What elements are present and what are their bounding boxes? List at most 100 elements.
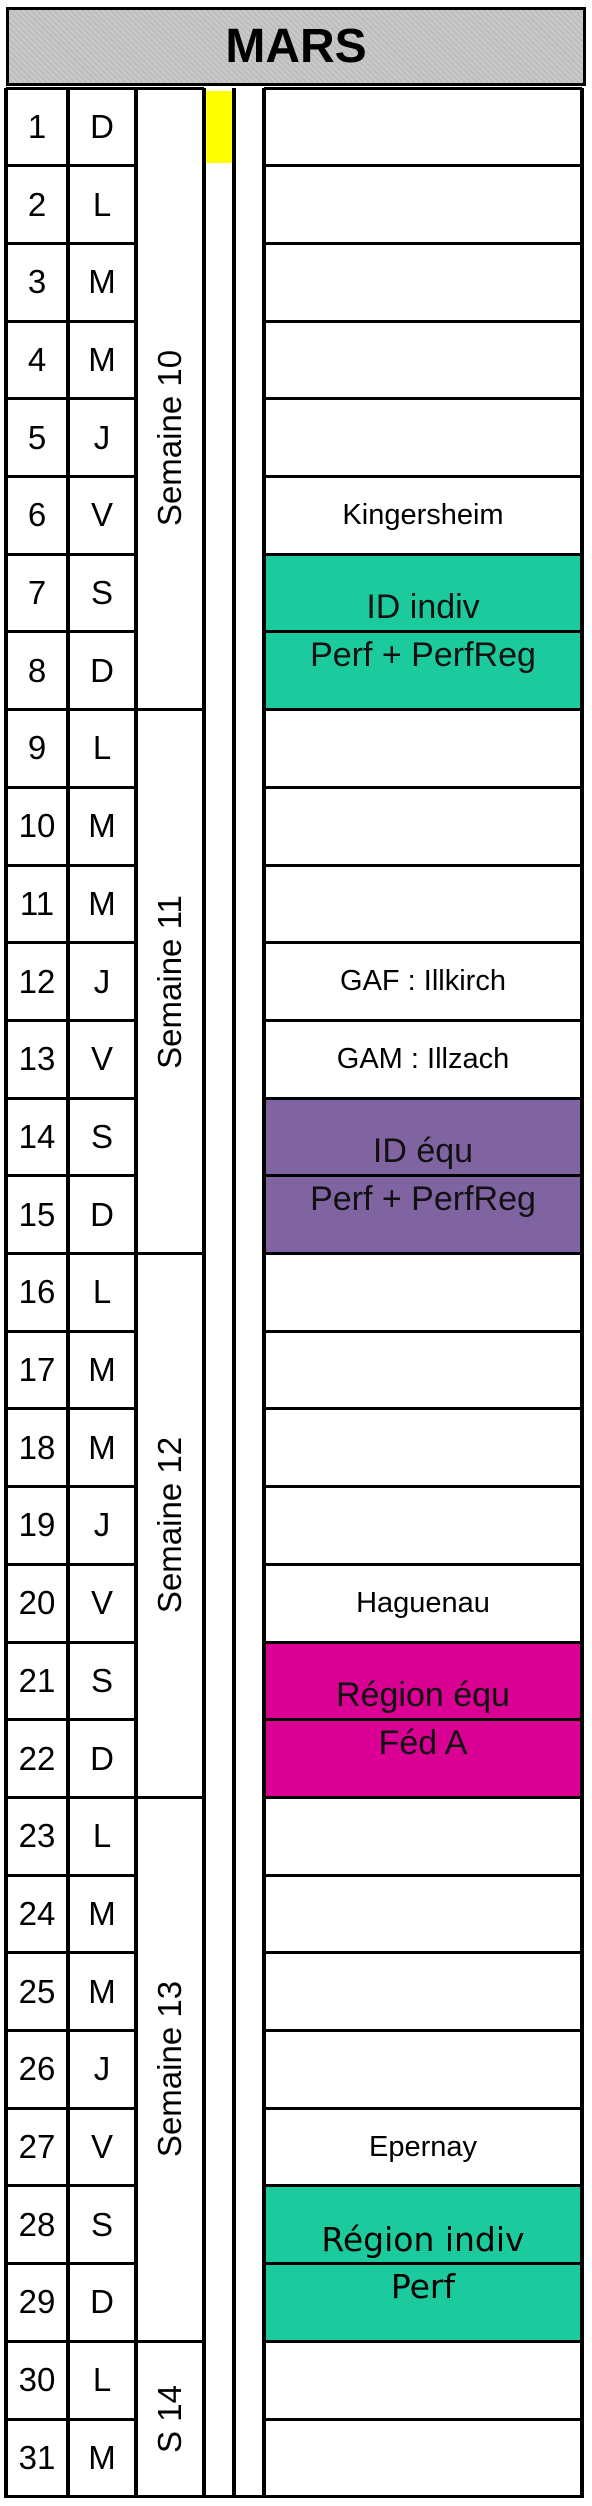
row-divider	[6, 1562, 136, 1566]
day-letter: D	[90, 651, 114, 689]
event-divider	[264, 2029, 582, 2032]
day-number: 4	[27, 340, 47, 378]
event-divider	[264, 2106, 582, 2110]
day-number: 18	[18, 1428, 56, 1466]
day-number: 26	[18, 2050, 56, 2088]
week-label-text: Semaine 11	[151, 894, 189, 1069]
event-text: ID indiv	[366, 588, 480, 627]
week-divider	[136, 1252, 204, 1255]
row-divider	[6, 1096, 136, 1100]
event-cell: Epernay	[264, 2108, 582, 2186]
day-number: 31	[18, 2438, 56, 2476]
row-divider	[6, 1873, 136, 1877]
event-divider	[264, 1329, 582, 1333]
day-number: 29	[18, 2283, 56, 2321]
day-number: 1	[27, 107, 47, 145]
row-divider	[6, 1252, 136, 1255]
event-divider	[264, 1562, 582, 1566]
day-letter: M	[88, 2438, 116, 2476]
day-letter: V	[90, 2128, 113, 2166]
week-label-text: S 14	[150, 2385, 188, 2453]
day-letter: M	[88, 340, 116, 378]
event-divider	[264, 2339, 582, 2343]
day-number: 16	[18, 1273, 56, 1311]
event-divider	[264, 2262, 582, 2266]
week-label-text: Semaine 13	[151, 1981, 188, 2158]
event-divider	[264, 1485, 582, 1489]
row-divider	[6, 2417, 136, 2421]
day-letter: V	[90, 496, 113, 534]
day-letter: M	[88, 1428, 116, 1466]
event-text: ID équ	[372, 1132, 474, 1171]
event-divider	[264, 2417, 582, 2421]
week-label: Semaine 10	[136, 166, 204, 710]
week-label: Semaine 11	[136, 710, 204, 1254]
event-divider	[264, 164, 582, 168]
day-number: 13	[18, 1040, 56, 1078]
event-divider	[264, 863, 582, 867]
day-number: 7	[27, 574, 47, 612]
event-divider	[264, 1951, 582, 1955]
day-number: 17	[18, 1351, 56, 1389]
day-letter: D	[90, 1739, 114, 1777]
row-divider	[6, 2029, 136, 2032]
day-number: 25	[18, 1972, 56, 2010]
day-letter: L	[92, 185, 112, 223]
day-letter: M	[88, 263, 116, 301]
day-number: 10	[18, 807, 56, 845]
day-number: 3	[27, 263, 47, 301]
event-divider	[264, 630, 582, 634]
column-divider	[66, 88, 70, 2499]
row-divider	[6, 1795, 136, 1799]
row-divider	[6, 1951, 136, 1955]
event-divider	[264, 241, 582, 245]
event-divider	[264, 1018, 582, 1022]
event-text: Féd A	[378, 1723, 468, 1762]
column-divider	[202, 88, 206, 2499]
event-cell: Kingersheim	[264, 476, 582, 555]
event-text: Haguenau	[356, 1586, 490, 1619]
event-divider	[264, 941, 582, 945]
row-divider	[6, 785, 136, 789]
event-text: GAF : Illkirch	[340, 965, 506, 998]
day-letter: S	[90, 2205, 113, 2243]
day-letter: D	[90, 2283, 114, 2321]
row-divider	[6, 708, 136, 712]
day-number: 30	[18, 2361, 56, 2399]
row-divider	[6, 1485, 136, 1489]
day-letter: M	[88, 1351, 116, 1389]
column-divider	[580, 88, 584, 2499]
day-letter: L	[92, 2361, 112, 2399]
event-divider	[264, 1795, 582, 1799]
event-divider	[264, 475, 582, 478]
day-number: 21	[18, 1661, 56, 1699]
day-number: 2	[27, 185, 47, 223]
row-divider	[6, 164, 136, 168]
row-divider	[6, 2339, 136, 2343]
day-letter: L	[92, 1817, 112, 1855]
row-divider	[6, 319, 136, 323]
event-text: Perf + PerfReg	[310, 1179, 536, 1218]
row-divider	[6, 1329, 136, 1333]
column-divider	[134, 88, 138, 2499]
day-letter: V	[90, 1040, 113, 1078]
row-divider	[6, 1174, 136, 1178]
week-label: Semaine 12	[136, 1254, 204, 1798]
event-text: Perf + PerfReg	[310, 635, 536, 674]
day-letter: S	[90, 1117, 113, 1155]
row-divider	[6, 630, 136, 634]
event-divider	[264, 1718, 582, 1722]
event-divider	[264, 1096, 582, 1100]
day-number: 20	[18, 1584, 56, 1622]
week-divider	[136, 2339, 204, 2343]
day-number: 15	[18, 1195, 56, 1233]
row-divider	[6, 2184, 136, 2188]
event-cell: GAF : Illkirch	[264, 942, 582, 1021]
bottom-border	[136, 2495, 582, 2499]
day-number: 11	[19, 884, 55, 922]
day-number: 19	[18, 1506, 56, 1544]
row-divider	[6, 1407, 136, 1411]
day-number: 24	[18, 1894, 56, 1932]
day-letter: J	[93, 962, 111, 1000]
event-divider	[264, 2184, 582, 2188]
